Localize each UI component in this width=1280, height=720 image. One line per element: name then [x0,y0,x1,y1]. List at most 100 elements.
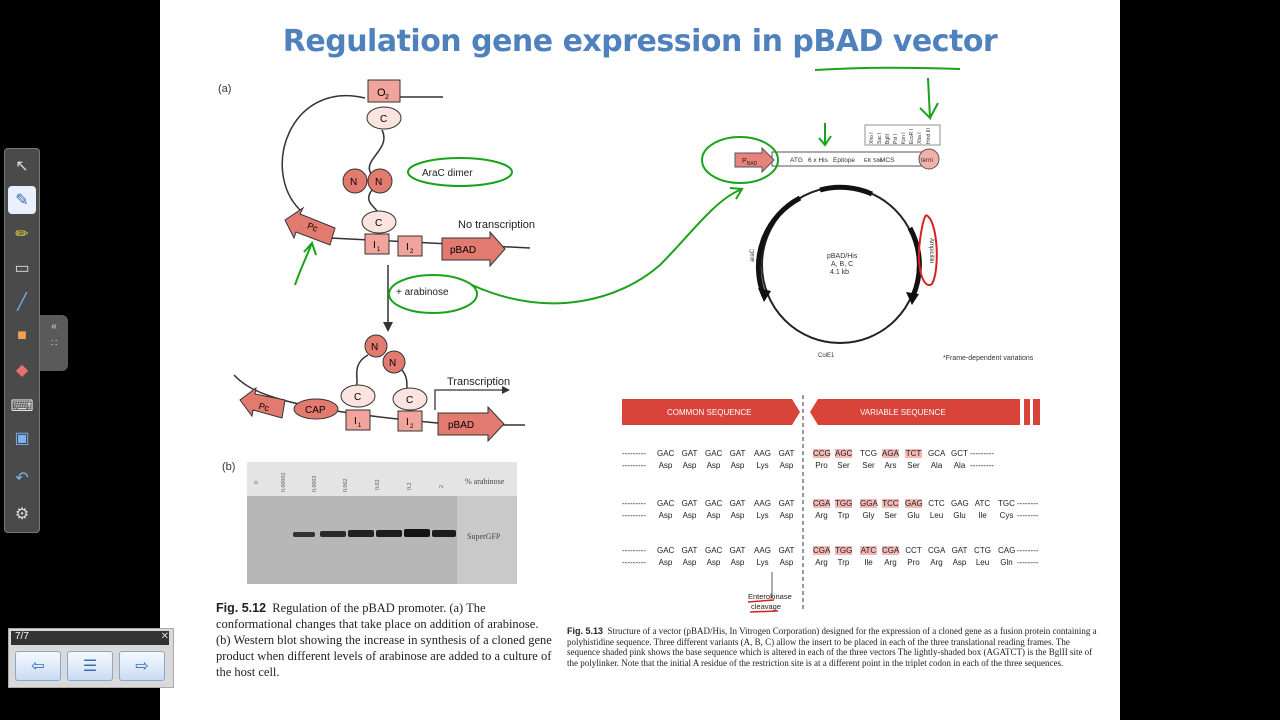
variable-codon: TCT [905,449,922,458]
aa-dashes: --------- [622,511,646,520]
ampicillin-label: Ampicillin [928,238,934,263]
page-list-icon: ☰ [82,658,98,675]
common-codon: GAT [681,546,698,555]
frame-footnote: *Frame-dependent variations [943,355,1034,362]
band-4 [376,530,402,537]
common-codon: GAT [681,499,698,508]
common-amino-acid: Asp [730,558,745,567]
common-amino-acid: Asp [682,461,697,470]
common-amino-acid: Asp [706,461,721,470]
variable-amino-acid: Ser [907,461,920,470]
variable-amino-acid: Ser [862,461,875,470]
plus-arabinose-label: + arabinose [396,287,449,298]
mcs-check [919,77,939,121]
svg-text:0.0002: 0.0002 [312,476,318,493]
common-amino-acid: Asp [779,461,794,470]
svg-text:ATG: ATG [790,157,803,164]
variable-amino-acid: Cys [999,511,1014,520]
settings-gear-icon[interactable]: ⚙ [14,506,30,523]
svg-text:pBAD: pBAD [450,245,476,256]
svg-text:1: 1 [377,247,381,253]
caption-fig-5-12: Fig. 5.12 Regulation of the pBAD promote… [216,600,556,680]
common-amino-acid: Asp [730,511,745,520]
c-domain-mid [361,210,397,234]
variable-amino-acid: Trp [837,511,850,520]
pbad-promoter-arrow-top [441,230,506,268]
close-icon[interactable]: ✕ [160,631,169,642]
svg-text:pBAD: pBAD [448,420,474,431]
svg-text:C: C [406,395,413,406]
line-tool-icon[interactable]: ╱ [17,294,27,311]
n-domain-right [367,168,393,194]
common-amino-acid: Asp [682,558,697,567]
arac-label: araC [750,248,756,262]
select-arrow-icon[interactable]: ↖ [15,158,29,175]
color-picker-icon[interactable]: ◆ [15,362,29,379]
pen-toolbar: ↖ ✎ ✏ ▭ ╱ ■ ◆ ⌨ ▣ ↶ ⚙ [4,148,40,533]
variable-codon: CGA [813,546,831,555]
common-amino-acid: Asp [730,461,745,470]
keyboard-icon[interactable]: ⌨ [10,398,34,415]
term-circle [918,148,940,170]
restriction-sites: Xho I Sac I BglII Pst I Kpn I EcoR I Xba… [869,128,932,144]
band-6 [432,530,456,537]
previous-page-button[interactable]: ⇦ [15,651,61,681]
arac-gene-arc [755,195,802,297]
svg-text:N: N [371,342,378,353]
variable-amino-acid: Pro [907,558,920,567]
variable-codon: GGA [860,499,878,508]
codon-tail-dashes: -------- [1017,499,1039,508]
variable-codon: CGA [882,546,900,555]
svg-text:Epitope: Epitope [833,157,855,164]
n-domain-bottom-a [364,334,388,358]
variable-amino-acid: Pro [815,461,828,470]
page-counter: 7/7 [15,631,29,642]
common-codon: AAG [754,546,771,555]
i1-box [364,233,390,255]
variable-amino-acid: Leu [929,511,944,520]
highlighter-icon[interactable]: ✏ [15,226,29,243]
toolbar-collapse-tab[interactable]: « ∷ [40,315,68,371]
variable-codon: CTC [928,499,945,508]
band-3 [348,530,374,537]
band-1 [293,532,315,537]
svg-text:COMMON SEQUENCE: COMMON SEQUENCE [667,408,751,417]
pbad-to-vector-arrow [471,187,744,305]
common-amino-acid: Asp [658,511,673,520]
n-domain-bottom-b [382,350,406,374]
common-codon: AAG [754,449,771,458]
arabinose-axis-label: % arabinose [465,477,505,486]
svg-text:I: I [406,242,409,253]
next-page-button[interactable]: ⇨ [119,651,165,681]
common-codon: GAT [778,449,795,458]
pbad-arc [819,184,874,197]
svg-text:EK Site: EK Site [864,158,882,164]
svg-text:Xba I: Xba I [917,132,923,144]
eraser-icon[interactable]: ▭ [14,260,30,277]
variable-amino-acid: Ser [884,511,897,520]
variable-codon: TGC [998,499,1015,508]
variable-codon: GAT [951,546,968,555]
ink-annotations [294,77,939,314]
i2-box [397,235,423,257]
pbad-promoter-arrow-bottom [437,405,505,443]
slide-title: Regulation gene expression in pBAD vecto… [282,24,998,59]
codon-tail-dashes: -------- [1017,546,1039,555]
pen-tool-icon[interactable]: ✎ [8,186,36,214]
variable-codon: CCG [813,449,831,458]
page-menu-button[interactable]: ☰ [67,651,113,681]
screen-capture-icon[interactable]: ▣ [14,430,30,447]
variable-codon: CCT [905,546,922,555]
variable-amino-acid: Ars [884,461,897,470]
svg-text:Pst I: Pst I [893,134,899,144]
no-transcription-label: No transcription [458,219,535,231]
undo-icon[interactable]: ↶ [15,470,29,487]
common-codon: GAT [729,499,746,508]
variable-amino-acid: Glu [953,511,966,520]
svg-text:MCS: MCS [880,157,895,164]
shapes-icon[interactable]: ■ [17,327,27,344]
codon-dashes: --------- [622,546,646,555]
common-amino-acid: Asp [658,461,673,470]
collapse-chevron-icon[interactable]: « [51,321,57,332]
cleavage-label: cleavage [751,602,781,611]
